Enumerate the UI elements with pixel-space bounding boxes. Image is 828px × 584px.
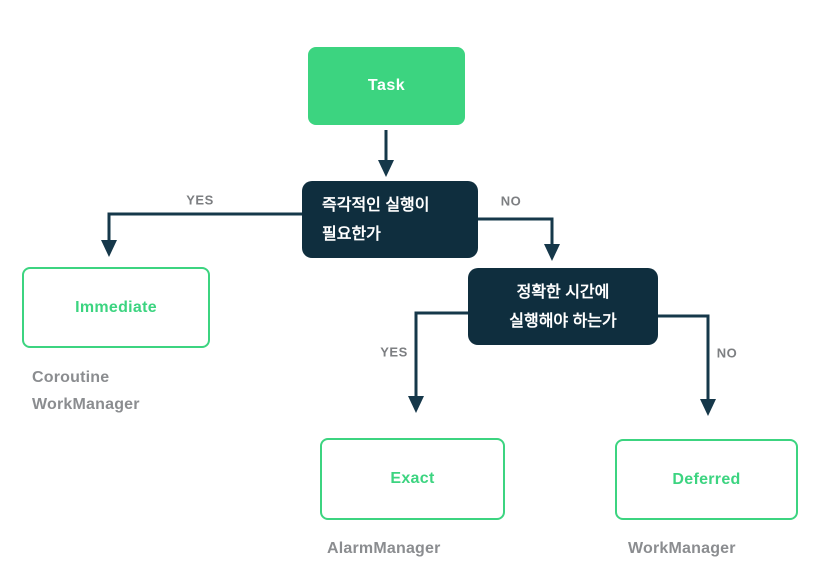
arrow-no-to-deferred <box>658 314 716 416</box>
decision2-line2: 실행해야 하는가 <box>509 312 617 330</box>
decision-exact-time-node: 정확한 시간에 실행해야 하는가 <box>468 268 658 345</box>
arrow-yes-to-immediate <box>101 212 302 257</box>
exact-node: Exact <box>320 438 505 520</box>
edge-label-no-deferred: NO <box>716 345 738 361</box>
edge-label-yes-exact: YES <box>380 344 408 360</box>
edge-label-no-immediate: NO <box>500 193 522 209</box>
immediate-api-labels: Coroutine WorkManager <box>32 364 140 418</box>
deferred-node: Deferred <box>615 439 798 520</box>
immediate-node: Immediate <box>22 267 210 348</box>
arrow-no-to-decision2 <box>478 217 560 261</box>
deferred-node-label: Deferred <box>672 470 741 488</box>
edge-label-yes-immediate: YES <box>186 192 214 208</box>
arrow-yes-to-exact <box>408 311 468 413</box>
immediate-api-coroutine: Coroutine <box>32 369 110 386</box>
decision1-line2: 필요한가 <box>322 225 381 243</box>
exact-node-label: Exact <box>390 470 435 487</box>
decision2-line1: 정확한 시간에 <box>516 283 610 301</box>
immediate-api-workmanager: WorkManager <box>32 396 140 413</box>
decision-immediate-execution-node: 즉각적인 실행이 필요한가 <box>302 181 478 258</box>
task-node: Task <box>308 47 465 125</box>
decision1-line1: 즉각적인 실행이 <box>322 196 430 214</box>
immediate-node-label: Immediate <box>75 298 157 316</box>
deferred-api-label: WorkManager <box>628 540 736 557</box>
task-node-label: Task <box>367 77 406 94</box>
exact-api-label: AlarmManager <box>327 540 441 557</box>
arrow-task-to-decision1 <box>378 130 394 177</box>
